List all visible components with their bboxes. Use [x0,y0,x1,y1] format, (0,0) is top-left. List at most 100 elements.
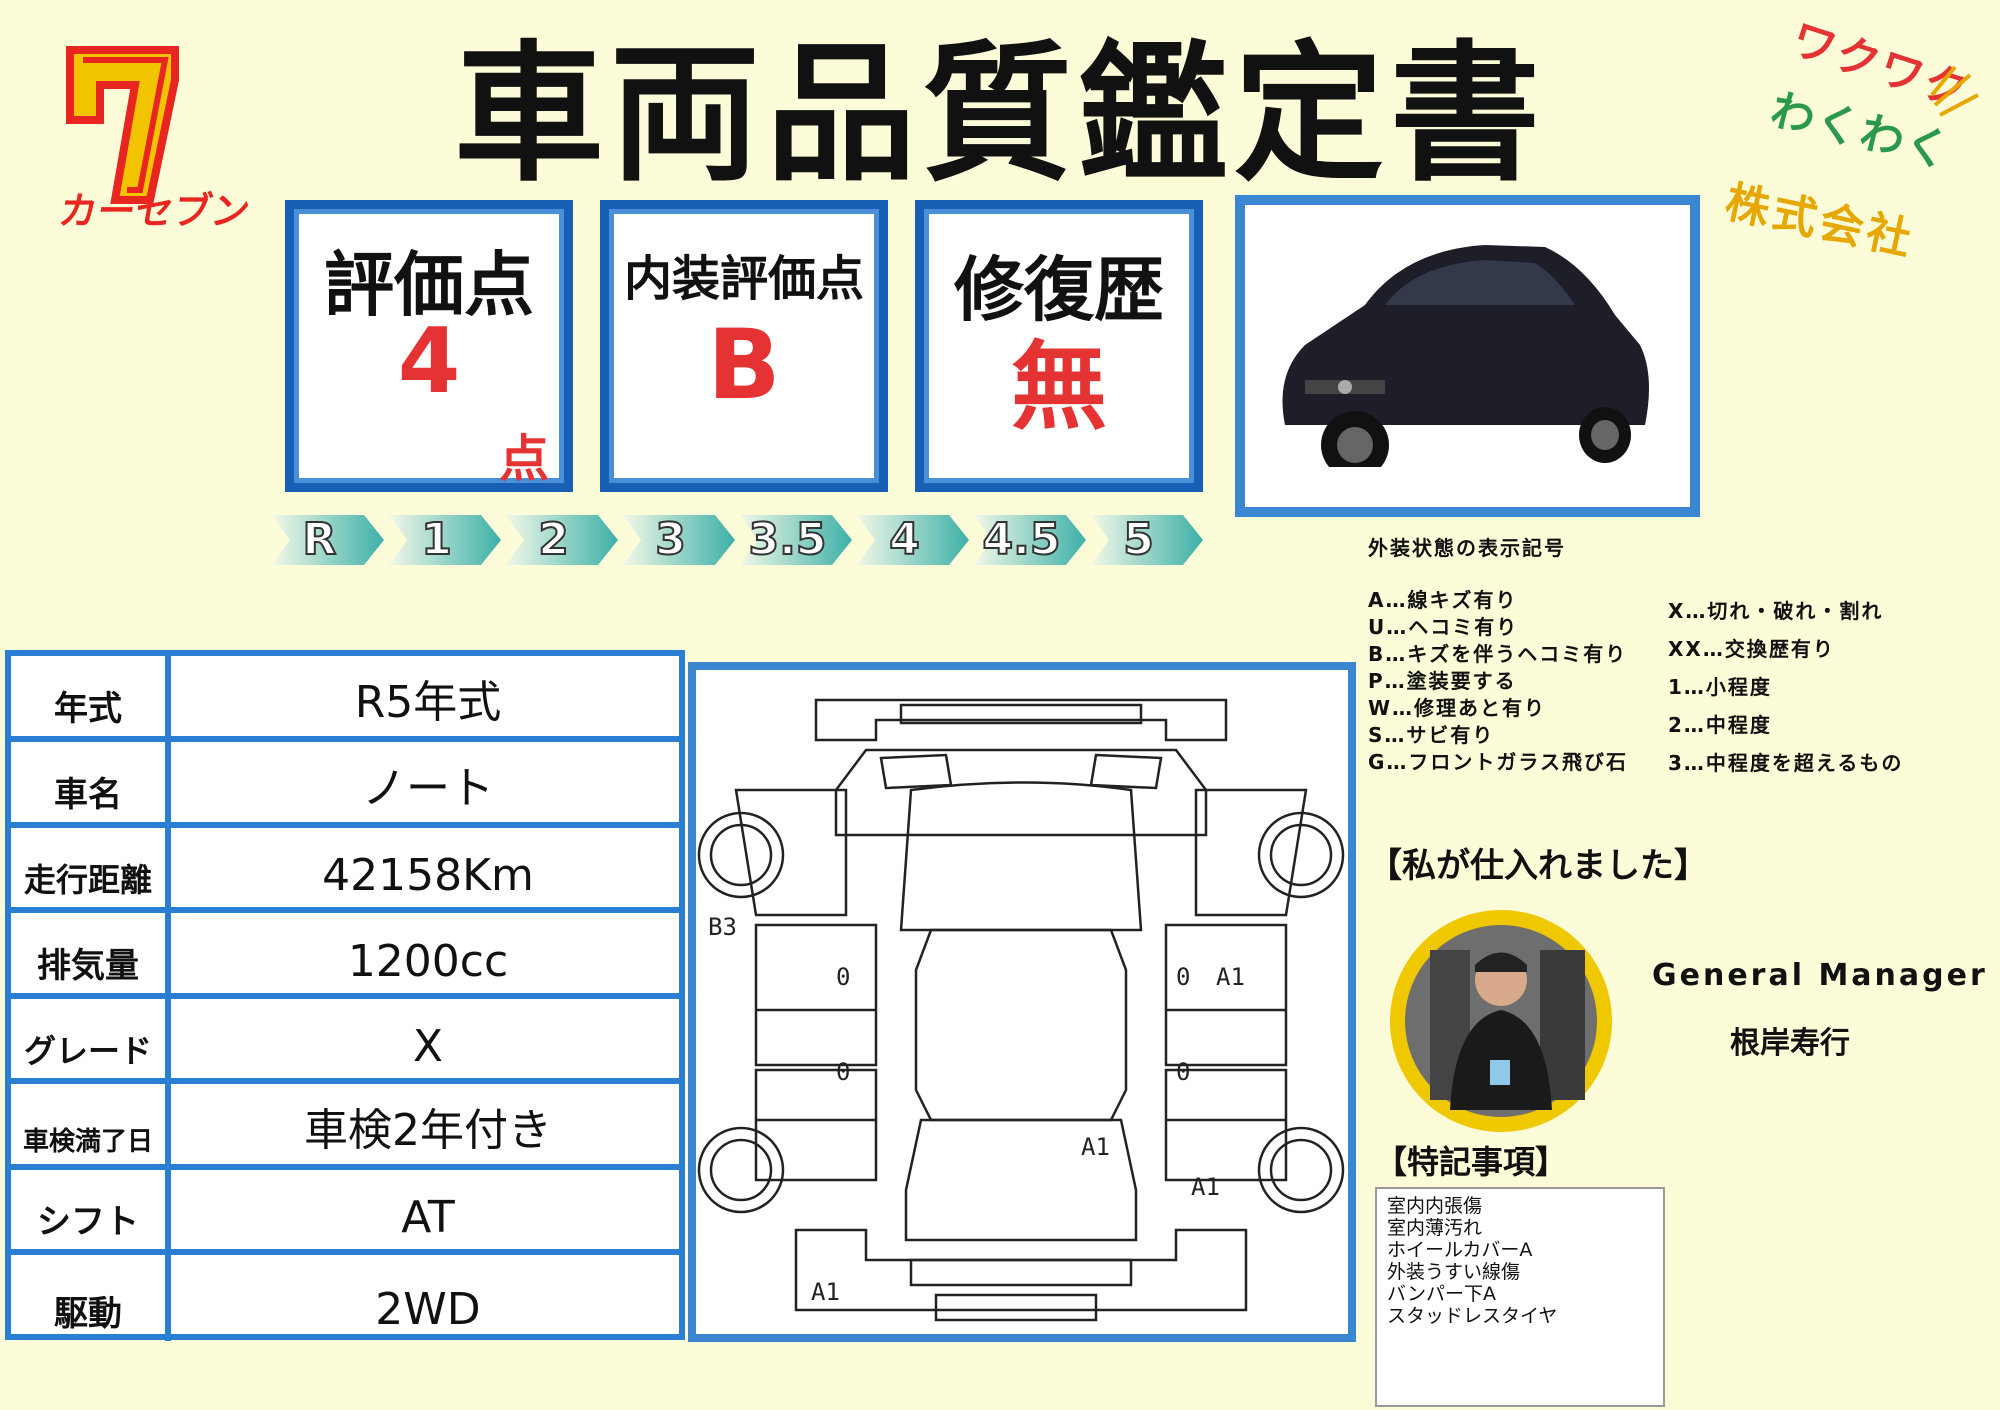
note-line: ホイールカバーA [1387,1239,1533,1261]
buyer-heading: 【私が仕入れました】 [1368,846,1708,886]
note-line: 室内内張傷 [1387,1195,1483,1217]
scale-label: 3.5 [748,514,828,566]
score-unit: 点 [499,430,549,488]
scale-label: 1 [420,514,453,566]
note-line: 室内薄汚れ [1387,1217,1483,1239]
scale-arrow-icon [857,515,969,565]
spec-key: 車名 [11,741,171,822]
spec-value: AT [401,1192,455,1243]
legend-left-list: A…線キズ有り U…ヘコミ有り B…キズを伴うヘコミ有り P…塗装要する W…修理あと有… [1368,587,1628,776]
table-row: 走行距離 42158Km [11,827,679,913]
spec-value: ノート [362,762,494,814]
scale-label: R [302,514,338,566]
repair-label: 修復歴 [954,249,1164,331]
spec-table: 年式 R5年式車名 ノート走行距離 42158Km 排気量 1200cc グレード X 車検満了… [5,650,685,1341]
interior-label: 内装評価点 [623,251,864,307]
seven-logo-icon [66,46,179,204]
table-row: 駆動 2WD [11,1254,679,1341]
buyer-role: General Manager [1652,958,1988,993]
diagram-mark: 0 [1176,963,1190,991]
scale-arrow-icon [974,515,1086,565]
diagram-mark: A1 [1216,963,1245,991]
spec-value: 1200cc [347,935,509,987]
scale-item: 3 [623,514,735,566]
table-row: 排気量 1200cc [11,912,679,999]
legend-item: XX…交換歴有り [1668,637,1835,661]
table-row: グレード X [11,998,679,1084]
car-seven-logo: カーセブン [55,30,255,240]
spec-key: 排気量 [11,912,171,993]
scale-label: 4 [888,514,921,566]
scale-arrow-icon [740,515,852,565]
scale-item: 2 [506,514,618,566]
legend-item: 3…中程度を超えるもの [1668,751,1904,775]
table-row: 車検満了日 車検2年付き [11,1083,679,1170]
score-box-repair-history: 修復歴 無 [915,200,1203,492]
note-line: バンパー下A [1387,1283,1496,1305]
spec-key: グレード [11,998,171,1078]
diagram-mark: A1 [811,1278,840,1306]
spec-value: R5年式 [354,677,502,728]
logo-line3: 株式会社 [1720,176,1920,267]
scale-arrow-icon [389,515,501,565]
scale-item: 3.5 [740,514,852,566]
diagram-mark: 0 [836,1058,850,1086]
table-row: 車名 ノート [11,741,679,828]
legend-item: 1…小程度 [1668,675,1772,699]
legend-title: 外装状態の表示記号 [1368,536,1566,560]
damage-diagram: B3 0 0 A1 0 0 A1 A1 A1 [688,662,1356,1342]
spec-value: 2WD [375,1283,481,1335]
legend-item: B…キズを伴うヘコミ有り [1368,642,1628,666]
legend-item: A…線キズ有り [1368,588,1518,612]
sparkle-icon [1930,65,1979,117]
buyer-name: 根岸寿行 [1730,1026,1850,1061]
car-photo [1235,195,1700,517]
legend-item: X…切れ・破れ・割れ [1668,599,1884,623]
diagram-mark: A1 [1081,1133,1110,1161]
diagram-mark: 0 [1176,1058,1190,1086]
page-title: 車両品質鑑定書 [453,28,1546,202]
note-line: 外装うすい線傷 [1387,1261,1521,1283]
scale-label: 2 [537,514,570,566]
car-image [1245,205,1690,507]
spec-key: シフト [11,1169,171,1249]
scale-arrow-icon [623,515,735,565]
interior-value: B [707,309,781,421]
legend-item: P…塗装要する [1368,669,1517,693]
wakuwaku-logo: ワクワク わくわく 株式会社 [1720,14,1990,266]
scale-label: 4.5 [982,514,1062,566]
car-body-diagram-icon: B3 0 0 A1 0 0 A1 A1 A1 [697,698,1345,1322]
spec-key: 車検満了日 [11,1083,171,1164]
avatar-photo [1405,925,1597,1117]
spec-key: 走行距離 [11,827,171,907]
scale-item: R [272,514,384,566]
scale-arrow-icon [506,515,618,565]
spec-key: 駆動 [11,1254,171,1341]
scale-item: 5 [1091,514,1203,566]
score-box-interior: 内装評価点 B [600,200,888,492]
spec-value: 車検2年付き [304,1104,552,1156]
legend-item: W…修理あと有り [1368,696,1547,720]
avatar [1390,910,1612,1132]
repair-value: 無 [1011,331,1107,443]
scale-label: 5 [1122,514,1155,566]
score-value: 4 [397,309,461,414]
table-row: 年式 R5年式 [11,656,679,742]
diagram-mark: 0 [836,963,850,991]
scale-item: 1 [389,514,501,566]
legend-item: U…ヘコミ有り [1368,615,1519,639]
spec-key: 年式 [11,656,171,736]
spec-value: X [412,1021,444,1072]
scale-arrow-icon [272,515,384,565]
diagram-mark: A1 [1191,1173,1220,1201]
score-label: 評価点 [324,244,534,326]
note-line: スタッドレスタイヤ [1387,1305,1558,1327]
table-row: シフト AT [11,1169,679,1255]
notes-heading: 【特記事項】 [1375,1143,1568,1181]
spec-value: 42158Km [322,850,534,901]
legend-item: G…フロントガラス飛び石 [1368,750,1629,774]
scale-item: 4 [857,514,969,566]
legend-item: S…サビ有り [1368,723,1495,747]
